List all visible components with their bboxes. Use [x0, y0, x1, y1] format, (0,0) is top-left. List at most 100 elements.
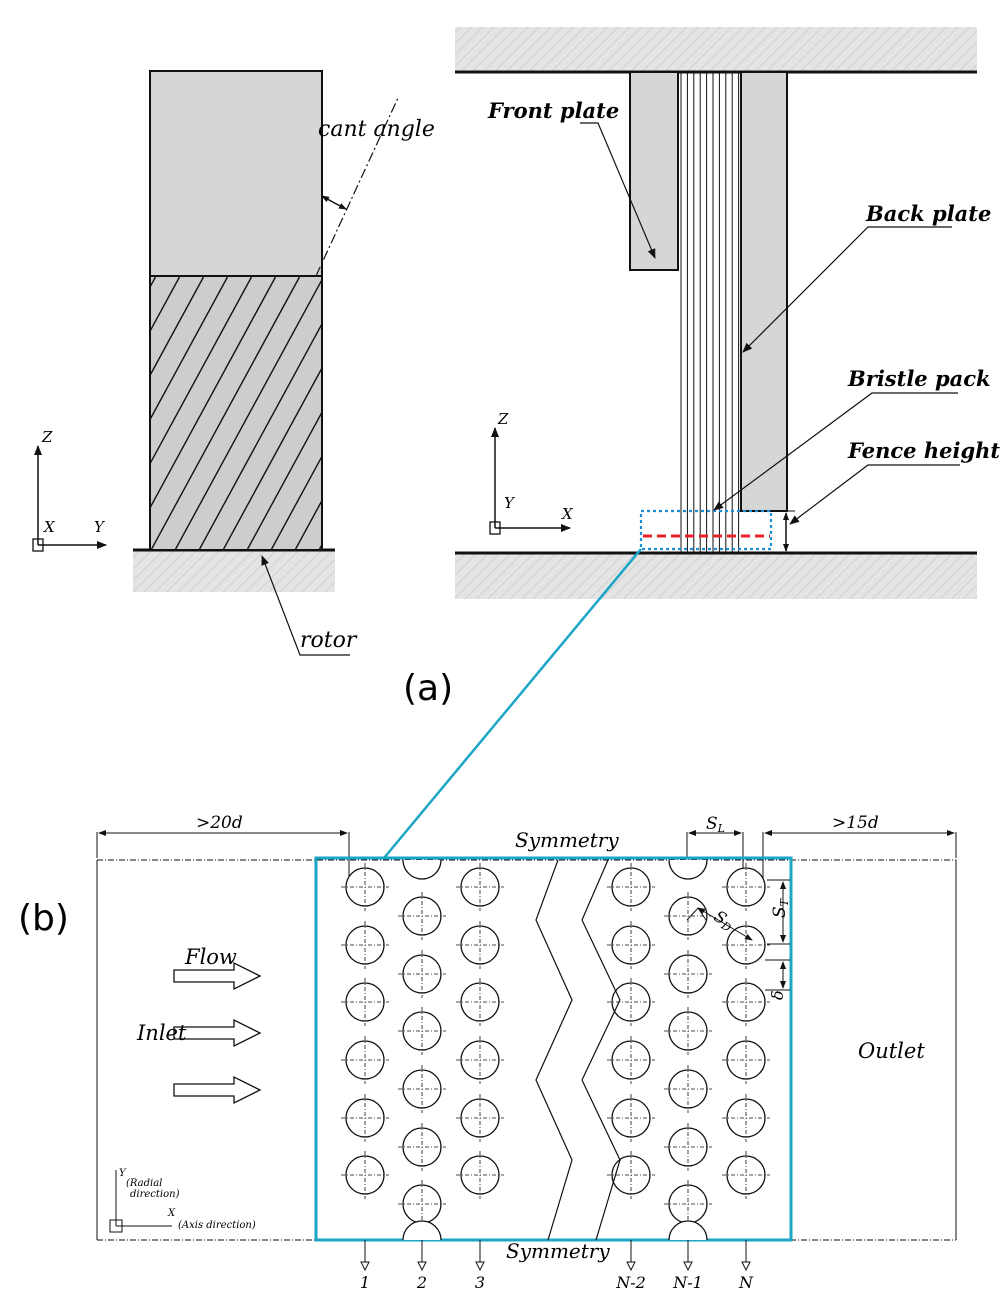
- inlet-label: Inlet: [136, 1021, 187, 1045]
- cylinder: [664, 1065, 712, 1113]
- sd-dimension-line: [697, 907, 753, 941]
- bristle-pack: [680, 72, 740, 552]
- cylinder: [607, 1151, 655, 1199]
- cylinder: [664, 1123, 712, 1171]
- cylinder-array: [341, 859, 770, 1241]
- left-axes: Z X Y: [32, 428, 107, 552]
- row-label: N: [738, 1273, 754, 1292]
- rotor-bottom: [455, 553, 977, 599]
- cylinder: [722, 978, 770, 1026]
- rotor-label: rotor: [300, 628, 358, 653]
- cylinder: [664, 1007, 712, 1055]
- half-cylinder-bottom: [402, 1220, 442, 1241]
- cylinder: [456, 1094, 504, 1142]
- row-marker-arrow: [360, 1261, 370, 1272]
- hatch-line: [198, 322, 322, 549]
- row-marker-arrow: [626, 1261, 636, 1272]
- cylinder: [398, 1123, 446, 1171]
- symmetry-top-label: Symmetry: [515, 828, 619, 852]
- cylinder: [607, 921, 655, 969]
- cylinder: [456, 1036, 504, 1084]
- cylinder: [398, 1065, 446, 1113]
- right-axis-z-label: Z: [497, 410, 509, 428]
- bristle-hatch-lines: [0, 276, 612, 552]
- zoom-domain-box: [314, 856, 793, 1242]
- flow-arrows: [173, 961, 262, 1105]
- hatch-line: [414, 276, 564, 552]
- hatch-line: [246, 410, 322, 549]
- half-cylinder-bottom: [668, 1220, 708, 1241]
- cylinder: [607, 863, 655, 911]
- delta-label: δ: [768, 990, 787, 1000]
- right-axes: Z Y X: [489, 410, 574, 535]
- right-axis-x-label: X: [561, 505, 574, 523]
- hatch-line: [150, 276, 229, 421]
- hatch-line: [222, 366, 322, 549]
- cylinder: [456, 921, 504, 969]
- hatch-line: [366, 276, 516, 552]
- symmetry-bottom-label: Symmetry: [506, 1239, 610, 1263]
- row-marker-arrow: [475, 1261, 485, 1272]
- break-line-right: [581, 859, 621, 1241]
- bottom-axis-y-desc-1: (Radial: [126, 1178, 162, 1189]
- bristle-pack-leader: [713, 392, 958, 511]
- cylinder: [398, 950, 446, 998]
- outlet-dimension-label: >15d: [832, 813, 879, 833]
- back-plate: [740, 71, 788, 512]
- panel-b: >20d >15d SL ST δ SD Symmetry: [96, 813, 957, 1292]
- half-cylinder-top: [668, 859, 708, 880]
- row-label: N-1: [672, 1273, 703, 1292]
- cylinder: [456, 1151, 504, 1199]
- cylinder: [664, 950, 712, 998]
- row-label: N-2: [615, 1273, 646, 1292]
- hatch-line: [462, 276, 612, 552]
- cylinder: [456, 978, 504, 1026]
- cant-angle-line: [315, 97, 399, 277]
- bristle-pack-label: Bristle pack: [847, 366, 991, 391]
- left-axis-x-label: X: [43, 518, 56, 536]
- panel-a-left-view: cant angle rotor Z X Y: [0, 70, 612, 656]
- cant-angle-label: cant angle: [318, 117, 435, 142]
- hatch-line: [150, 276, 277, 510]
- cylinder: [456, 863, 504, 911]
- row-label: 1: [360, 1273, 370, 1292]
- hatch-line: [294, 499, 322, 549]
- left-axis-y-label: Y: [94, 518, 106, 536]
- cylinder: [341, 978, 389, 1026]
- left-axis-z-label: Z: [41, 428, 53, 446]
- bristle-hatch-region: [149, 275, 323, 551]
- panel-a-right-view: Front plate Back plate Bristle pack Fenc…: [455, 27, 1000, 599]
- sl-label: SL: [706, 814, 725, 835]
- cylinder: [341, 921, 389, 969]
- zoom-region-box: [639, 509, 773, 551]
- cylinder: [341, 1036, 389, 1084]
- cylinder: [722, 1094, 770, 1142]
- cylinder: [341, 1094, 389, 1142]
- flow-arrow: [173, 1018, 262, 1048]
- hatch-line: [270, 454, 322, 549]
- rotor-leader: [261, 555, 350, 656]
- hatch-line: [318, 543, 322, 549]
- outlet-label: Outlet: [858, 1039, 925, 1063]
- cylinder: [722, 1036, 770, 1084]
- right-axis-y-label: Y: [504, 494, 516, 512]
- front-plate-leader: [580, 122, 656, 259]
- row-marker-arrow: [417, 1261, 427, 1272]
- hatch-line: [150, 276, 181, 333]
- st-label: ST: [770, 897, 791, 918]
- hatch-line: [390, 276, 540, 552]
- cylinder: [722, 1151, 770, 1199]
- bristle-holder-box: [149, 70, 323, 277]
- cylinder: [398, 1180, 446, 1228]
- hatch-line: [0, 276, 132, 552]
- half-cylinder-top: [402, 859, 442, 880]
- flow-label: Flow: [184, 945, 237, 969]
- bottom-axis-y-label: Y: [119, 1168, 127, 1179]
- front-plate-label: Front plate: [487, 98, 619, 123]
- zoom-connector-line: [383, 548, 642, 859]
- back-plate-label: Back plate: [865, 201, 991, 226]
- fence-height-label: Fence height: [847, 438, 1000, 463]
- bottom-axis-x-desc: (Axis direction): [178, 1220, 256, 1231]
